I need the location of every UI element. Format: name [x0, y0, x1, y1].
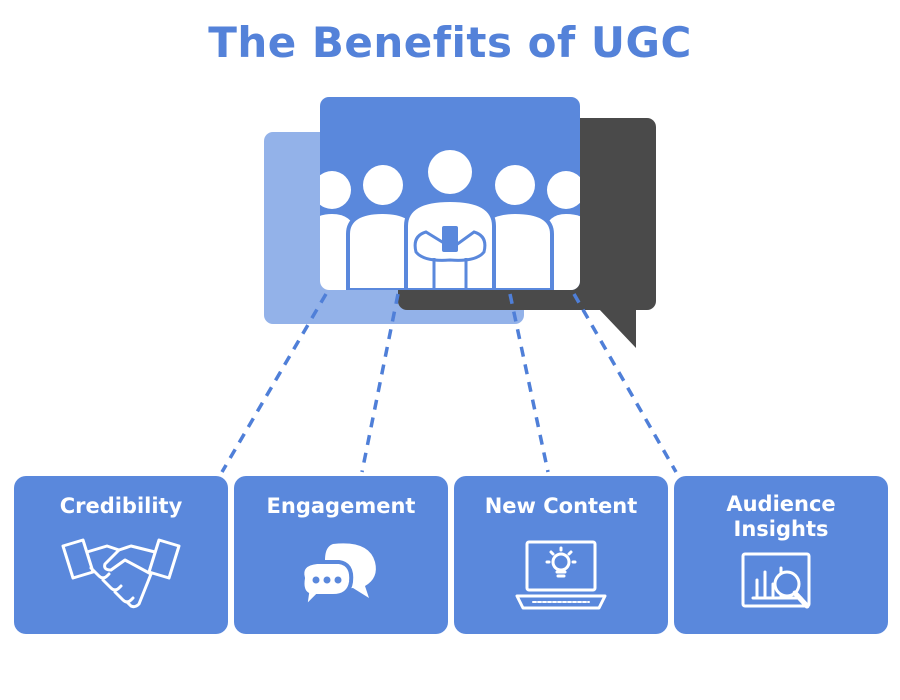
benefit-card-new-content: New Content [454, 476, 668, 634]
benefit-card-credibility: Credibility [14, 476, 228, 634]
page-title: The Benefits of UGC [208, 18, 692, 67]
laptop-lightbulb-icon [515, 540, 607, 610]
crowd-card [320, 97, 580, 290]
benefit-label: New Content [484, 494, 638, 518]
phone-icon [442, 226, 458, 252]
connector-1 [220, 293, 328, 473]
connector-3 [508, 293, 550, 473]
benefit-label: Engagement [266, 494, 416, 518]
benefit-card-engagement: Engagement [234, 476, 448, 634]
benefit-label: Audience Insights [726, 492, 836, 541]
benefit-card-audience-insights: Audience Insights [674, 476, 888, 634]
benefit-label: Credibility [59, 494, 183, 518]
handshake-icon [61, 538, 181, 609]
connector-4 [572, 293, 678, 473]
chart-magnifier-icon [741, 552, 811, 609]
chat-bubbles-icon [300, 543, 376, 614]
connector-2 [360, 293, 400, 473]
dashed-connectors [220, 293, 678, 473]
